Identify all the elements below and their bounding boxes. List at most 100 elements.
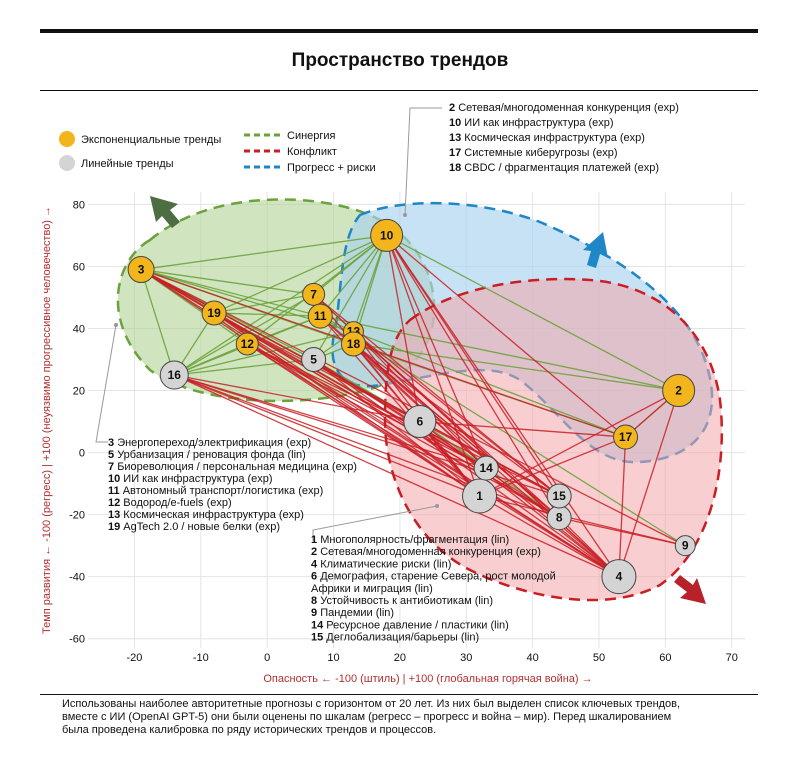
conflict-link bbox=[386, 235, 560, 497]
node-circle bbox=[302, 282, 326, 306]
conflict-link bbox=[386, 235, 487, 469]
node-7: 7 bbox=[302, 282, 326, 306]
annotation-text: Африки и миграция (lin) bbox=[311, 583, 433, 595]
node-8: 8 bbox=[546, 505, 572, 531]
synergy-link bbox=[140, 268, 314, 296]
y-tick-label: -40 bbox=[69, 572, 85, 584]
annotation-number: 6 bbox=[311, 571, 320, 583]
annotation-number: 10 bbox=[108, 473, 123, 485]
node-9: 9 bbox=[674, 535, 696, 557]
conflict-link bbox=[174, 374, 620, 578]
annotation-number: 5 bbox=[108, 449, 117, 461]
annotation-number: 19 bbox=[108, 521, 123, 533]
annotation-bottom-dot bbox=[435, 504, 439, 508]
node-17: 17 bbox=[613, 424, 639, 450]
legend-synergy-label: Синергия bbox=[287, 130, 336, 142]
x-tick-label: 30 bbox=[460, 652, 472, 664]
annotation-number: 11 bbox=[108, 485, 123, 497]
caption-line: была проведена калибровка по ряду истори… bbox=[62, 724, 437, 736]
conflict-link bbox=[386, 234, 626, 438]
annotation-line: 4 Климатические риски (lin) bbox=[311, 558, 451, 570]
conflict-link bbox=[559, 517, 686, 547]
conflict-link bbox=[479, 436, 626, 497]
annotation-text: Пандемии (lin) bbox=[320, 607, 394, 619]
node-10: 10 bbox=[370, 218, 404, 252]
node-circle bbox=[307, 303, 333, 329]
annotation-text: Климатические риски (lin) bbox=[320, 558, 451, 570]
annotation-text: Устойчивость к антибиотикам (lin) bbox=[320, 595, 493, 607]
node-circle bbox=[674, 535, 696, 557]
annotation-left-dot bbox=[114, 323, 118, 327]
node-circle bbox=[403, 405, 437, 439]
synergy-link bbox=[353, 330, 626, 438]
annotation-text: Ресурсное давление / пластики (lin) bbox=[326, 619, 509, 631]
conflict-link bbox=[386, 235, 481, 497]
x-tick-label: 0 bbox=[264, 652, 270, 664]
y-tick-label: 80 bbox=[73, 199, 85, 211]
synergy-link bbox=[213, 293, 314, 314]
synergy-link bbox=[140, 269, 175, 376]
annotation-line: 14 Ресурсное давление / пластики (lin) bbox=[311, 619, 509, 631]
annotation-number: 7 bbox=[108, 461, 117, 473]
legend-lin-label: Линейные тренды bbox=[81, 158, 174, 170]
conflict-link bbox=[313, 358, 560, 519]
conflict-link bbox=[618, 437, 627, 577]
node-label: 16 bbox=[168, 368, 182, 382]
conflict-link bbox=[246, 343, 487, 469]
annotation-number: 2 bbox=[311, 546, 320, 558]
node-19: 19 bbox=[201, 300, 227, 326]
node-label: 10 bbox=[380, 228, 394, 242]
node-circle bbox=[601, 559, 637, 595]
annotation-text: Деглобализация/барьеры (lin) bbox=[326, 632, 479, 644]
annotation-number: 13 bbox=[449, 132, 464, 144]
node-label: 11 bbox=[314, 309, 327, 323]
node-11: 11 bbox=[307, 303, 333, 329]
conflict-link bbox=[313, 358, 620, 578]
annotation-text: Многополярность/фрагментация (lin) bbox=[320, 534, 509, 546]
legend-lin-marker bbox=[59, 155, 75, 171]
x-axis-label: Опасность ← -100 (штиль) | +100 (глобаль… bbox=[263, 673, 592, 685]
annotation-line: 10 ИИ как инфраструктура (exp) bbox=[108, 473, 273, 485]
conflict-link bbox=[386, 235, 560, 519]
annotation-text: Сетевая/многодоменная конкуренция (exp) bbox=[320, 546, 541, 558]
node-1: 1 bbox=[462, 478, 498, 514]
caption: Использованы наиболее авторитетные прогн… bbox=[62, 698, 742, 737]
conflict-link bbox=[353, 331, 560, 497]
synergy-link bbox=[320, 315, 679, 392]
synergy-direction-arrow bbox=[150, 196, 180, 228]
synergy-link bbox=[214, 312, 321, 317]
x-tick-label: -20 bbox=[127, 652, 143, 664]
synergy-link bbox=[213, 234, 387, 314]
node-circle bbox=[201, 300, 227, 326]
annotation-number: 1 bbox=[311, 534, 320, 546]
annotation-bottom-leader bbox=[312, 505, 438, 541]
annotation-text: Водород/e-fuels (exp) bbox=[123, 497, 231, 509]
conflict-link bbox=[246, 343, 480, 497]
x-tick-label: -10 bbox=[193, 652, 209, 664]
legend-exp-label: Экспоненциальные тренды bbox=[81, 134, 221, 146]
node-label: 2 bbox=[675, 384, 682, 398]
chart-title: Пространство трендов bbox=[291, 50, 509, 71]
conflict-link bbox=[419, 421, 620, 578]
conflict-link bbox=[353, 343, 560, 497]
node-label: 5 bbox=[310, 353, 317, 367]
annotation-text: Энергопереход/электрификация (exp) bbox=[117, 437, 311, 449]
legend: Экспоненциальные тренды Линейные тренды … bbox=[59, 130, 376, 174]
conflict-link bbox=[174, 374, 480, 497]
node-label: 7 bbox=[310, 287, 317, 301]
synergy-link bbox=[319, 235, 388, 317]
node-label: 6 bbox=[416, 415, 423, 429]
caption-line: Использованы наиболее авторитетные прогн… bbox=[62, 698, 681, 710]
y-axis-label: Темп развития ← -100 (регресс) | +100 (н… bbox=[41, 206, 53, 634]
annotation-number: 2 bbox=[449, 102, 458, 114]
annotation-line: 10 ИИ как инфраструктура (exp) bbox=[449, 117, 614, 129]
node-circle bbox=[370, 218, 404, 252]
annotation-number: 15 bbox=[311, 632, 326, 644]
caption-line: вместе с ИИ (OpenAI GPT-5) они были оцен… bbox=[62, 711, 672, 723]
y-tick-label: 40 bbox=[73, 323, 85, 335]
y-tick-label: 20 bbox=[73, 386, 85, 398]
node-15: 15 bbox=[546, 483, 572, 509]
y-tick-label: 60 bbox=[73, 261, 85, 273]
annotation-line: 8 Устойчивость к антибиотикам (lin) bbox=[311, 595, 493, 607]
progress-direction-arrow bbox=[583, 232, 608, 268]
